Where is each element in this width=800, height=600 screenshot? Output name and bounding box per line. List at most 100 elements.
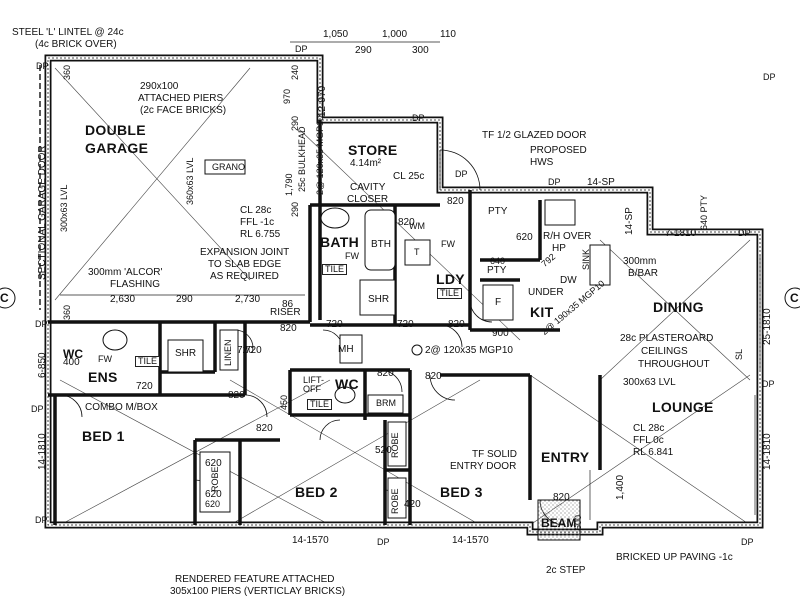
- note-lvl-300: 300x63 LVL: [59, 184, 69, 232]
- note-cl-garage-2: FFL -1c: [240, 217, 275, 228]
- note-tf-solid-1: TF SOLID: [472, 449, 518, 460]
- dim-garage-2730: 2,730: [235, 294, 261, 305]
- dp-marker-6: DP: [762, 379, 775, 389]
- label-fridge: F: [495, 297, 502, 308]
- note-ceilings-3: THROUGHOUT: [638, 359, 710, 370]
- room-bed-3: BED 3: [440, 484, 483, 500]
- section-marker-right: C: [790, 291, 799, 305]
- dim-left-6850: 6-850: [37, 352, 48, 378]
- label-shr-ens: SHR: [175, 348, 197, 359]
- dim-door-21: 450: [279, 394, 289, 410]
- dim-door-14: 720: [245, 345, 262, 356]
- dp-marker-13: DP: [31, 404, 44, 414]
- note-cl-garage-3: RL 6.755: [240, 229, 281, 240]
- dim-garage-240: 240: [290, 64, 300, 80]
- room-bath: BATH: [320, 234, 360, 250]
- room-double-garage-2: GARAGE: [85, 140, 149, 156]
- dim-right-25-1810: 25-1810: [762, 308, 773, 345]
- dim-door-16: 520: [375, 445, 392, 456]
- label-tile-wc: TILE: [307, 399, 333, 410]
- note-sl: SL: [734, 348, 744, 360]
- note-ceilings-2: CEILINGS: [641, 346, 688, 357]
- dim-door-1: 820: [447, 196, 464, 207]
- note-cl-lounge-1: CL 28c: [633, 423, 665, 434]
- note-cl-25c: CL 25c: [393, 171, 425, 182]
- room-ens: ENS: [88, 369, 118, 385]
- dim-top-290: 290: [355, 45, 372, 56]
- dp-marker-4: DP: [548, 177, 561, 187]
- dim-door-15: 900: [492, 328, 509, 339]
- dim-top-300: 300: [412, 45, 429, 56]
- dim-14-sp-h: 14-SP: [587, 177, 615, 188]
- label-tile-ens: TILE: [135, 356, 161, 367]
- dp-marker-11: DP: [455, 169, 468, 179]
- dp-marker-12: DP: [763, 72, 776, 82]
- note-lvl-360: 360x63 LVL: [185, 157, 195, 205]
- dim-door-2: 820: [280, 323, 297, 334]
- fixtures: [102, 159, 611, 541]
- note-piers-3: (2c FACE BRICKS): [140, 105, 227, 116]
- dim-garage-2630: 2,630: [110, 294, 136, 305]
- note-expansion-3: AS REQUIRED: [210, 271, 279, 282]
- dim-door-22: 720: [237, 345, 254, 356]
- note-bbar-2: B/BAR: [628, 268, 659, 279]
- note-dw-2: UNDER: [528, 287, 564, 298]
- roof-lines: [54, 67, 751, 526]
- note-expansion-2: TO SLAB EDGE: [208, 259, 282, 270]
- room-double-garage-1: DOUBLE: [85, 122, 146, 138]
- note-rendered-1: RENDERED FEATURE ATTACHED: [175, 574, 335, 585]
- note-bricked-paving: BRICKED UP PAVING -1c: [616, 552, 733, 563]
- note-fw-ens: FW: [98, 354, 112, 364]
- label-bth: BTH: [371, 239, 391, 250]
- dim-door-26: 620: [205, 499, 221, 509]
- dim-door-12: 620: [205, 458, 222, 469]
- dim-7-1810: 7-1810: [665, 228, 697, 239]
- dim-door-13: 620: [205, 489, 222, 500]
- room-bed-1: BED 1: [82, 428, 125, 444]
- label-wm: WM: [409, 221, 425, 231]
- dim-door-9: 820: [377, 368, 394, 379]
- dim-door-5: 820: [448, 319, 465, 330]
- dim-bottom-right: 14-1570: [452, 535, 489, 546]
- note-riser: RISER: [270, 307, 301, 318]
- room-ldy: LDY: [436, 271, 465, 287]
- room-wc-main: WC: [335, 376, 359, 392]
- dim-garage-290-a: 290: [290, 115, 300, 131]
- label-brm: BRM: [376, 398, 396, 408]
- dim-door-11: 820: [553, 492, 570, 503]
- label-tile-bath: TILE: [322, 264, 348, 275]
- note-fw-bath: FW: [345, 251, 359, 261]
- dim-garage-360-a: 360: [62, 64, 72, 80]
- note-hws-2: HWS: [530, 157, 554, 168]
- note-hws-1: PROPOSED: [530, 145, 587, 156]
- dim-garage-290: 290: [176, 294, 193, 305]
- label-pty-lower: PTY: [487, 265, 507, 276]
- note-hp: HP: [552, 243, 566, 254]
- dim-door-8: 820: [256, 423, 273, 434]
- dim-garage-290-b: 290: [290, 201, 300, 217]
- section-marker-left: C: [0, 291, 9, 305]
- room-lounge: LOUNGE: [652, 399, 714, 415]
- label-grano: GRANO: [212, 162, 246, 172]
- room-kit: KIT: [530, 304, 554, 320]
- note-step: 2c STEP: [546, 565, 586, 576]
- dim-door-27: 420: [404, 499, 421, 510]
- label-tub: T: [414, 247, 420, 257]
- dp-marker-9: DP: [35, 515, 48, 525]
- room-bed-2: BED 2: [295, 484, 338, 500]
- note-ceilings-1: 28c PLASTEROARD: [620, 333, 714, 344]
- label-mh: MH: [338, 344, 354, 355]
- note-tf-glazed: TF 1/2 GLAZED DOOR: [482, 130, 587, 141]
- section-markers: [0, 287, 800, 356]
- note-cl-lounge-2: FFL 0c: [633, 435, 664, 446]
- note-fw-ldy: FW: [441, 239, 455, 249]
- dim-door-3: 720: [326, 319, 343, 330]
- dim-door-18: 1,400: [615, 474, 626, 500]
- note-piers-1: 290x100: [140, 81, 179, 92]
- dim-garage-360-b: 360: [62, 304, 72, 320]
- note-bulkhead: 25c BULKHEAD: [297, 126, 307, 192]
- dim-door-19: 600: [573, 514, 583, 530]
- dp-marker-3: DP: [412, 113, 425, 123]
- dp-marker-7: DP: [741, 537, 754, 547]
